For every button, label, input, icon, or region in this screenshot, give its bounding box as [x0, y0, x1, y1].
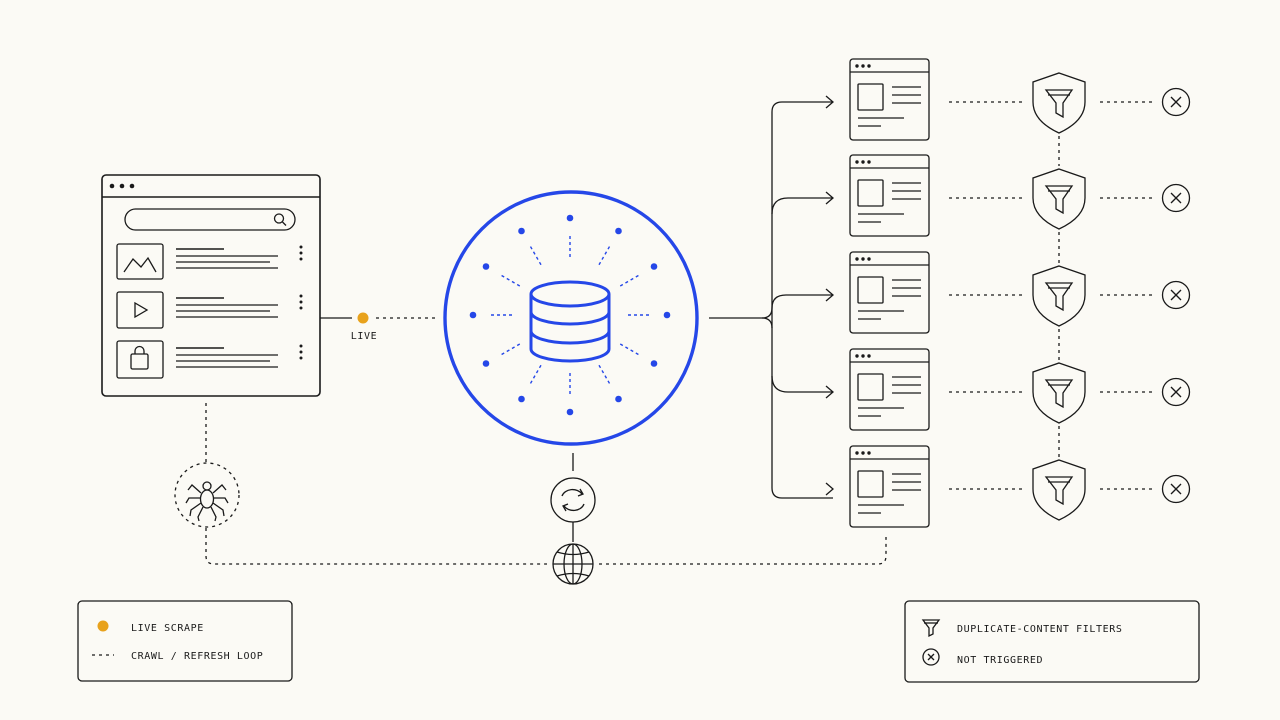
source-browser-window — [101, 174, 321, 397]
hub-ray — [598, 364, 622, 403]
page-row — [825, 58, 1191, 166]
result-row[interactable] — [116, 291, 303, 329]
x-circle-icon — [1161, 377, 1191, 407]
hub-ray — [482, 343, 521, 367]
legend-right: DUPLICATE-CONTENT FILTERS NOT TRIGGERED — [904, 600, 1200, 683]
hub-ray — [518, 364, 542, 403]
play-icon — [134, 301, 149, 319]
live-scrape-marker — [97, 620, 109, 632]
page-rows — [825, 58, 1191, 528]
more-options-icon[interactable] — [299, 344, 303, 360]
database-hub — [443, 190, 699, 446]
search-icon — [273, 213, 287, 226]
output-page-window[interactable] — [849, 251, 930, 334]
hub-ray — [518, 227, 542, 266]
x-circle-icon — [1161, 183, 1191, 213]
funnel-shield-icon[interactable] — [1032, 459, 1086, 521]
arrow-head — [825, 95, 834, 109]
hub-ray — [566, 373, 574, 416]
page-row — [825, 445, 1191, 528]
output-page-window[interactable] — [849, 58, 930, 141]
more-options-icon[interactable] — [299, 245, 303, 261]
search-bar[interactable] — [124, 208, 296, 231]
page-row — [825, 251, 1191, 360]
refresh-icon[interactable] — [550, 477, 596, 523]
funnel-shield-icon[interactable] — [1032, 72, 1086, 134]
arrow-head — [825, 288, 834, 302]
result-row[interactable] — [116, 340, 303, 379]
fan-out-branches — [709, 101, 833, 499]
legend-not-triggered-label: NOT TRIGGERED — [957, 655, 1043, 666]
output-page-window[interactable] — [849, 348, 930, 431]
legend-live-scrape-label: LIVE SCRAPE — [131, 623, 204, 634]
funnel-icon — [921, 619, 941, 638]
globe-icon[interactable] — [552, 543, 594, 585]
funnel-shield-icon[interactable] — [1032, 265, 1086, 327]
hub-ray — [469, 311, 512, 319]
hub-ray — [566, 214, 574, 257]
output-page-window[interactable] — [849, 445, 930, 528]
x-circle-icon — [1161, 280, 1191, 310]
arrow-head — [825, 191, 834, 205]
hub-ray — [482, 263, 521, 287]
hub-ray — [619, 343, 658, 367]
x-circle-icon — [1161, 87, 1191, 117]
x-circle-icon — [922, 648, 940, 666]
funnel-shield-icon[interactable] — [1032, 168, 1086, 230]
mountain-image-icon — [123, 256, 157, 273]
page-row — [825, 348, 1191, 457]
legend-crawl-loop-label: CRAWL / REFRESH LOOP — [131, 651, 263, 662]
crawl-refresh-loop — [205, 403, 887, 565]
result-row[interactable] — [116, 243, 303, 280]
spider-icon[interactable] — [174, 462, 240, 528]
x-circle-icon — [1161, 474, 1191, 504]
legend-left: LIVE SCRAPE CRAWL / REFRESH LOOP — [77, 600, 293, 682]
more-options-icon[interactable] — [299, 294, 303, 310]
live-indicator-dot — [357, 312, 369, 324]
legend-duplicate-filters-label: DUPLICATE-CONTENT FILTERS — [957, 624, 1123, 635]
live-label: LIVE — [351, 331, 377, 342]
output-page-window[interactable] — [849, 154, 930, 237]
database-icon — [529, 280, 611, 363]
hub-ray — [619, 263, 658, 287]
arrow-head — [825, 482, 834, 496]
funnel-shield-icon[interactable] — [1032, 362, 1086, 424]
arrow-head — [825, 385, 834, 399]
hub-ray — [628, 311, 671, 319]
page-row — [825, 154, 1191, 263]
hub-ray — [598, 227, 622, 266]
shopping-bag-icon — [130, 345, 149, 370]
hub-rays — [469, 214, 671, 416]
